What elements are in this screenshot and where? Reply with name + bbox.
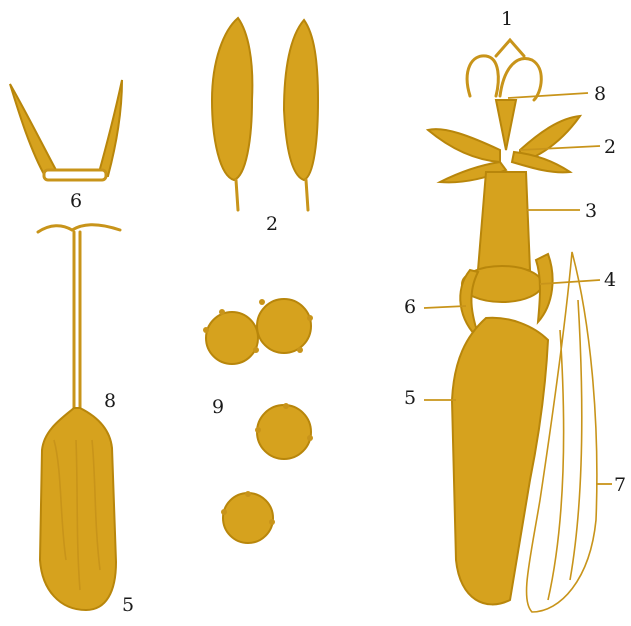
label-flower-3: 3 xyxy=(585,202,597,221)
label-flower-8: 8 xyxy=(594,85,606,104)
label-flower-1: 1 xyxy=(501,10,513,29)
label-fig6-left: 6 xyxy=(70,192,82,211)
figure-2-anthers xyxy=(212,18,318,210)
label-fig9: 9 xyxy=(212,398,224,417)
label-flower-7: 7 xyxy=(614,476,626,495)
label-fig8-left: 8 xyxy=(104,392,116,411)
figure-9-pollen xyxy=(203,299,313,543)
label-flower-6: 6 xyxy=(404,298,416,317)
label-fig2-top: 2 xyxy=(266,215,278,234)
figure-5-8-ovary-style xyxy=(38,225,120,610)
figure-6-bracts xyxy=(10,80,122,180)
label-flower-2: 2 xyxy=(604,138,616,157)
figure-flower xyxy=(428,40,597,612)
label-flower-5: 5 xyxy=(404,389,416,408)
label-fig5-left: 5 xyxy=(122,596,134,615)
label-flower-4: 4 xyxy=(604,271,616,290)
